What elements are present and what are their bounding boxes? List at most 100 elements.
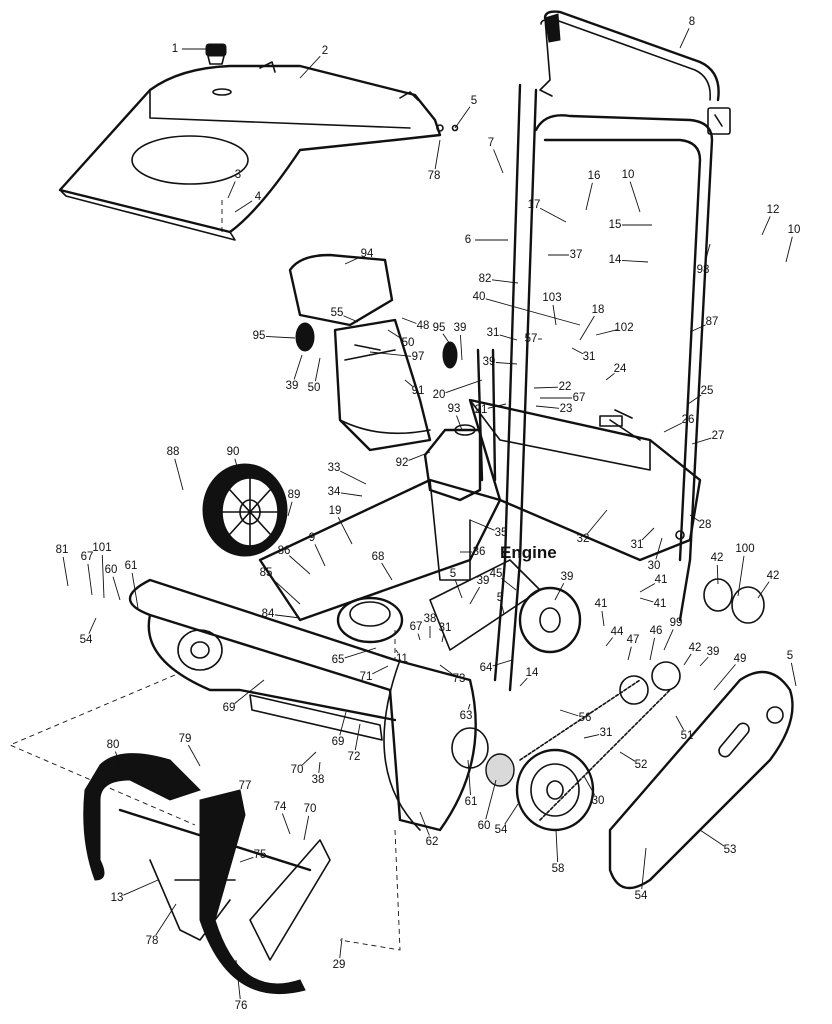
callout-4: 4	[255, 191, 262, 203]
callout-54: 54	[635, 890, 648, 902]
callout-leader-31	[583, 734, 600, 739]
callout-101: 101	[92, 542, 111, 554]
callout-54: 54	[495, 824, 508, 836]
callout-leader-88	[174, 458, 184, 491]
callout-60: 60	[478, 820, 491, 832]
callout-19: 19	[329, 505, 342, 517]
callout-57: 57	[525, 333, 538, 345]
callout-leader-101	[101, 554, 105, 599]
callout-2: 2	[322, 45, 328, 57]
callout-leader-102	[595, 329, 618, 336]
callout-leader-100	[737, 555, 745, 597]
callout-62: 62	[426, 836, 439, 848]
callout-10: 10	[622, 169, 635, 181]
callout-61: 61	[465, 796, 478, 808]
callout-leader-5	[455, 580, 463, 599]
callout-41: 41	[595, 598, 608, 610]
callout-23: 23	[560, 403, 573, 415]
callout-leader-21	[487, 403, 507, 409]
callout-leader-45	[501, 578, 517, 591]
callout-50: 50	[308, 382, 321, 394]
callout-85: 85	[260, 567, 273, 579]
callout-24: 24	[614, 363, 627, 375]
callout-leader-47	[627, 646, 632, 661]
callout-14: 14	[609, 254, 622, 266]
callout-88: 88	[167, 446, 180, 458]
callout-leader-64	[492, 659, 513, 667]
callout-leader-85	[270, 577, 301, 605]
belt-cover	[608, 670, 794, 890]
callout-leader-63	[467, 703, 471, 710]
wheel	[202, 463, 288, 557]
callout-39: 39	[477, 575, 490, 587]
callout-86: 86	[278, 545, 291, 557]
callout-leader-31	[499, 334, 518, 341]
callout-leader-41	[601, 610, 605, 627]
callout-leader-90	[234, 458, 239, 471]
callout-18: 18	[592, 304, 605, 316]
callout-22: 22	[559, 381, 572, 393]
callout-leader-84	[274, 614, 301, 619]
callout-47: 47	[627, 634, 640, 646]
callout-leader-42	[716, 564, 719, 585]
callout-44: 44	[611, 626, 624, 638]
callout-leader-48	[401, 317, 417, 324]
callout-leader-25	[687, 394, 702, 405]
callout-39: 39	[561, 571, 574, 583]
callout-34: 34	[328, 486, 341, 498]
callout-leader-95	[442, 333, 453, 348]
callout-leader-8	[679, 28, 690, 49]
callout-leader-30	[583, 775, 595, 796]
callout-leader-67	[87, 563, 93, 596]
callout-27: 27	[712, 430, 725, 442]
callout-leader-72	[354, 723, 361, 751]
callout-leader-103	[552, 304, 557, 326]
callout-52: 52	[635, 759, 648, 771]
callout-97: 97	[412, 351, 425, 363]
callout-72: 72	[348, 751, 361, 763]
callout-leader-50	[387, 329, 403, 340]
callout-leader-27	[691, 437, 712, 445]
callout-leader-26	[663, 422, 682, 433]
callout-84: 84	[262, 608, 275, 620]
callout-leader-22	[533, 386, 559, 389]
callout-82: 82	[479, 273, 492, 285]
callout-5: 5	[497, 592, 503, 604]
callout-76: 76	[235, 1000, 248, 1012]
callout-42: 42	[711, 552, 724, 564]
callout-63: 63	[460, 710, 473, 722]
callout-leader-52	[619, 751, 636, 762]
callout-42: 42	[689, 642, 702, 654]
callout-leader-5	[790, 662, 797, 687]
callout-5: 5	[787, 650, 793, 662]
callout-99: 99	[670, 617, 683, 629]
callout-leader-9	[314, 544, 326, 567]
callout-31: 31	[439, 622, 452, 634]
callout-31: 31	[487, 327, 500, 339]
callout-69: 69	[332, 736, 345, 748]
callout-25: 25	[701, 385, 714, 397]
handle-bar	[539, 10, 731, 135]
callout-46: 46	[650, 625, 663, 637]
callout-5: 5	[450, 568, 456, 580]
callout-41: 41	[655, 574, 668, 586]
callout-leader-58	[555, 829, 559, 863]
callout-31: 31	[600, 727, 613, 739]
callout-leader-31	[571, 347, 584, 355]
callout-leader-70	[301, 751, 317, 766]
callout-leader-77	[217, 790, 241, 813]
callout-leader-5	[454, 106, 471, 129]
callout-leader-94	[344, 256, 361, 265]
callout-leader-49	[713, 664, 736, 691]
callout-leader-60	[112, 576, 121, 601]
callout-leader-74	[282, 813, 291, 835]
callout-leader-41	[639, 583, 656, 593]
callout-64: 64	[480, 662, 493, 674]
callout-leader-13	[123, 879, 159, 896]
callout-leader-39	[459, 334, 463, 361]
callout-leader-12	[761, 216, 771, 236]
callout-leader-7	[493, 149, 504, 174]
callout-leader-73	[439, 664, 454, 676]
callout-10: 10	[788, 224, 801, 236]
callout-9: 9	[309, 532, 315, 544]
